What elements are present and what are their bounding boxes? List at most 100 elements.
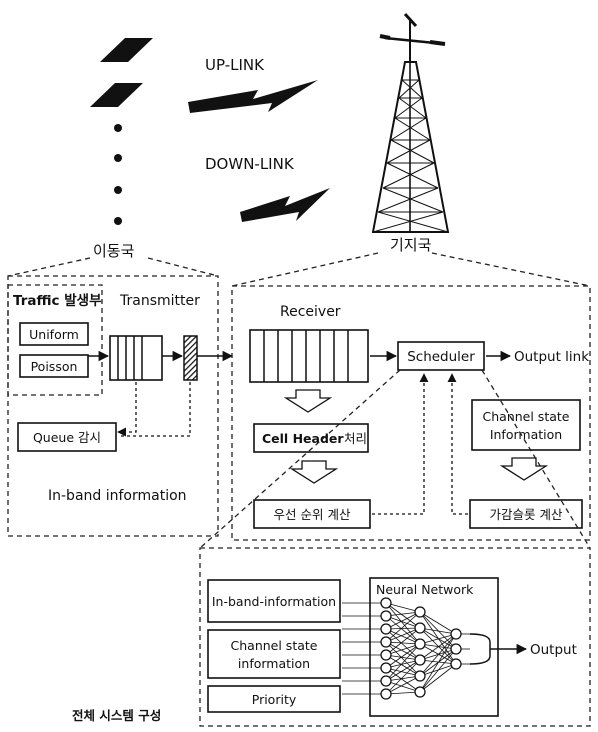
- mobile-detail-frame: [7, 275, 219, 537]
- nn-edge: [419, 633, 457, 645]
- priority-calc-label: 우선 순위 계산: [274, 507, 351, 522]
- transmit-slot: [183, 335, 198, 381]
- nn-edge: [419, 643, 457, 650]
- nn-input-node: [380, 688, 392, 700]
- neural-network-label: Neural Network: [376, 582, 474, 597]
- nn-input-node: [380, 649, 392, 661]
- poisson-label: Poisson: [31, 359, 78, 374]
- nn-input-inband-box: [207, 579, 341, 623]
- base-station-label: 기지국: [390, 236, 432, 254]
- nn-edge: [385, 667, 421, 693]
- nn-input-inband-label: In-band-information: [212, 594, 336, 609]
- slot-to-scheduler: [447, 373, 468, 515]
- channel-state-label-2: Information: [490, 427, 562, 442]
- nn-edge: [419, 611, 457, 650]
- nn-input-node: [380, 675, 392, 687]
- nn-edge: [385, 675, 421, 695]
- channel-state-box: [471, 399, 581, 451]
- priority-to-scheduler: [372, 373, 429, 515]
- nn-hidden-node: [414, 654, 426, 666]
- nn-edge: [385, 627, 421, 643]
- nn-edge: [419, 633, 457, 693]
- nn-edge: [385, 659, 421, 695]
- slot-calc-label: 가감슬롯 계산: [490, 507, 563, 522]
- nn-input-channel-box: [207, 629, 341, 679]
- cell-header-box: [253, 423, 369, 453]
- cell-header-label: Cell Header: [262, 431, 344, 446]
- nn-hidden-node: [414, 638, 426, 650]
- queue-monitor-label: Queue 감시: [33, 430, 101, 445]
- nn-edge: [419, 627, 457, 635]
- nn-edge: [385, 641, 421, 661]
- nn-edge: [385, 611, 421, 643]
- inband-info-label: In-band information: [48, 488, 187, 504]
- nn-edge: [419, 611, 457, 635]
- nn-edge: [385, 667, 421, 677]
- nn-input-priority-label: Priority: [252, 692, 297, 707]
- queue-monitor-link: [117, 382, 137, 437]
- nn-edge: [419, 633, 457, 661]
- nn-input-node: [380, 662, 392, 674]
- nn-edge: [385, 602, 421, 629]
- mobile-station-label: 이동국: [93, 242, 135, 260]
- nn-input-node: [380, 597, 392, 609]
- nn-edge: [385, 628, 421, 661]
- transmit-queue: [109, 335, 163, 381]
- nn-edge: [385, 627, 421, 656]
- nn-input-node: [380, 636, 392, 648]
- nn-hidden-node: [414, 670, 426, 682]
- nn-edge: [385, 615, 421, 645]
- nn-edge: [385, 611, 421, 630]
- nn-edge: [385, 615, 421, 629]
- nn-output-node: [450, 658, 462, 670]
- scheduler-box: [397, 341, 485, 371]
- nn-input-channel-label-1: Channel state: [231, 638, 318, 653]
- downlink-bolt-icon: [240, 188, 330, 222]
- receive-buffer: [249, 329, 369, 383]
- uniform-box: [19, 322, 89, 346]
- nn-edge: [385, 654, 421, 677]
- queue-monitor-box: [17, 422, 117, 452]
- nn-hidden-node: [414, 622, 426, 634]
- nn-edge: [385, 602, 421, 613]
- mobile-terminals: [90, 38, 153, 225]
- scheduler-label: Scheduler: [407, 349, 475, 365]
- nn-edge: [385, 643, 421, 682]
- nn-input-priority-box: [207, 685, 341, 713]
- nn-edge: [419, 648, 457, 693]
- nn-output-label: Output: [530, 642, 577, 658]
- traffic-gen-frame: [7, 284, 103, 396]
- tower-icon: [371, 12, 450, 233]
- nn-edge: [385, 691, 421, 695]
- nn-edge: [385, 611, 421, 617]
- nn-edge: [385, 602, 421, 645]
- nn-edge: [385, 654, 421, 661]
- nn-edge: [419, 627, 457, 650]
- traffic-gen-label: Traffic 발생부: [13, 292, 102, 309]
- nn-edge: [419, 627, 457, 665]
- uplink-label: UP-LINK: [205, 56, 265, 74]
- nn-edge: [385, 641, 421, 645]
- neural-network-graph: [342, 597, 470, 700]
- cell-header-proc-label: 처리: [344, 431, 367, 446]
- nn-edge: [419, 663, 457, 693]
- zoom-lines: [7, 252, 591, 287]
- nn-input-node: [380, 623, 392, 635]
- nn-edge: [419, 633, 457, 677]
- nn-edge: [385, 643, 421, 669]
- nn-edge: [385, 659, 421, 669]
- slot-monitor-link: [118, 382, 191, 437]
- nn-edge: [419, 643, 457, 665]
- nn-edge: [385, 641, 421, 677]
- uplink-bolt-icon: [188, 80, 318, 113]
- poisson-box: [19, 354, 89, 378]
- nn-input-channel-label-2: information: [238, 656, 310, 671]
- priority-calc-box: [253, 499, 371, 529]
- uniform-label: Uniform: [29, 327, 79, 342]
- caption: 전체 시스템 구성: [72, 708, 161, 723]
- nn-detail-frame: [199, 547, 591, 727]
- nn-edge: [385, 628, 421, 645]
- nn-edge: [385, 675, 421, 682]
- nn-hidden-node: [414, 606, 426, 618]
